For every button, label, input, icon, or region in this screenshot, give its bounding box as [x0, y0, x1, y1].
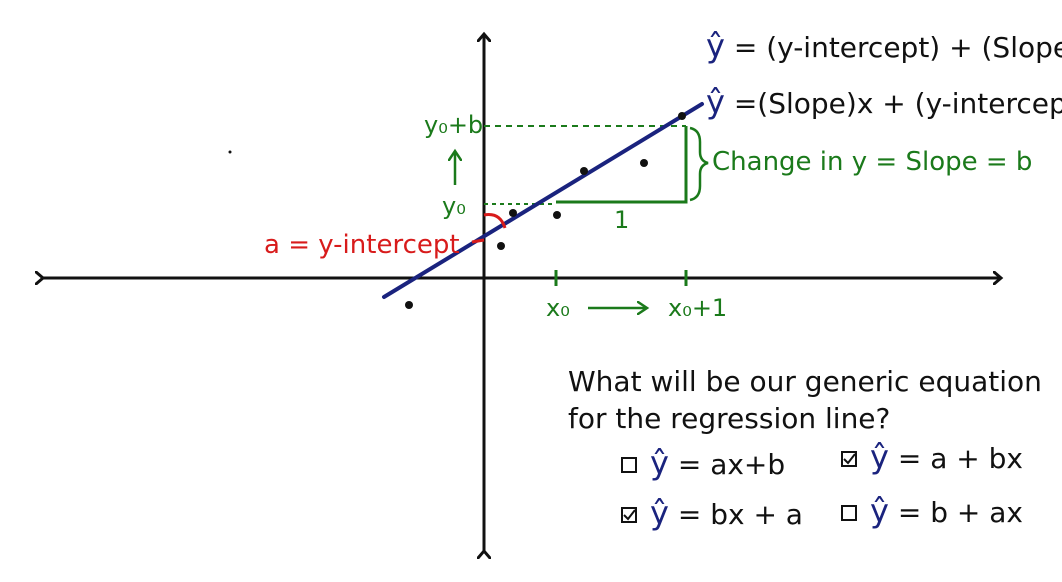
- check-icon: [623, 509, 636, 521]
- data-point: [553, 211, 561, 219]
- question-line-1: What will be our generic equation: [568, 365, 1042, 398]
- label-intercept: a = y-intercept: [264, 230, 460, 260]
- option-1[interactable]: ŷ = ax+b: [621, 444, 785, 482]
- option-1-text: ŷ = ax+b: [650, 444, 785, 482]
- option-2[interactable]: ŷ = a + bx: [841, 438, 1023, 476]
- option-3[interactable]: ŷ = bx + a: [621, 494, 803, 532]
- slope-triangle: [556, 126, 688, 204]
- label-x0: x₀: [546, 294, 570, 322]
- label-y0: y₀: [442, 192, 466, 220]
- question-line-2: for the regression line?: [568, 402, 890, 435]
- equation-1: ŷ = (y-intercept) + (Slope)x: [706, 27, 1062, 65]
- data-point: [640, 159, 648, 167]
- label-change-in-y: Change in y = Slope = b: [712, 147, 1032, 177]
- option-3-text: ŷ = bx + a: [650, 494, 803, 532]
- stray-dot: [228, 150, 232, 154]
- label-x0-plus-1: x₀+1: [668, 294, 727, 322]
- label-run: 1: [614, 206, 629, 234]
- data-point: [678, 112, 686, 120]
- regression-line: [382, 102, 704, 299]
- checkbox-checked[interactable]: [841, 451, 857, 467]
- option-4-text: ŷ = b + ax: [870, 492, 1023, 530]
- intercept-arc: [483, 213, 507, 229]
- label-y0-plus-b: y₀+b: [424, 111, 483, 139]
- intercept-mark: [471, 238, 485, 244]
- checkbox-unchecked[interactable]: [621, 457, 637, 473]
- checkbox-unchecked[interactable]: [841, 505, 857, 521]
- option-4[interactable]: ŷ = b + ax: [841, 492, 1023, 530]
- data-points: [228, 112, 686, 309]
- option-2-text: ŷ = a + bx: [870, 438, 1023, 476]
- check-icon: [843, 453, 856, 465]
- data-point: [580, 167, 588, 175]
- checkbox-checked[interactable]: [621, 507, 637, 523]
- change-brace: [689, 126, 709, 202]
- data-point: [405, 301, 413, 309]
- data-point: [497, 242, 505, 250]
- data-point: [509, 209, 517, 217]
- equation-2: ŷ =(Slope)x + (y-intercept): [706, 83, 1062, 121]
